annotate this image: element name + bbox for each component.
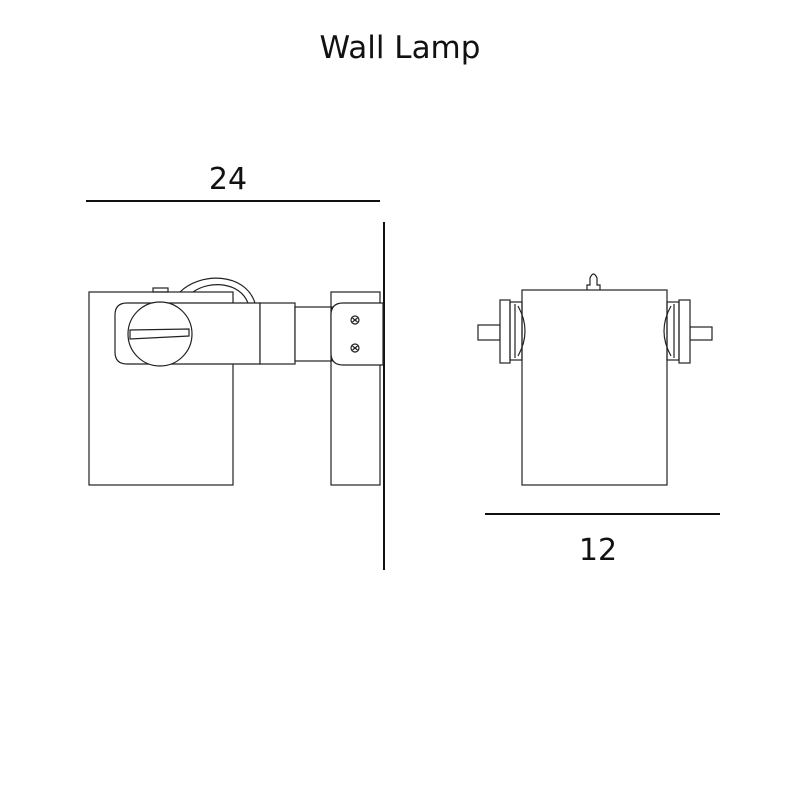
top-tab — [152, 287, 169, 293]
width-dimension-label: 12 — [579, 533, 617, 568]
cable-outer — [179, 277, 256, 304]
wall-bracket — [330, 291, 381, 486]
screw-icon — [352, 317, 358, 323]
arm-connector — [294, 306, 333, 362]
left-clamp-plate — [499, 299, 511, 364]
left-clamp-inner — [509, 301, 523, 361]
right-pin — [689, 326, 713, 341]
diagram-title: Wall Lamp — [320, 30, 481, 66]
side-view: 24 — [86, 162, 385, 570]
screw-icon — [350, 343, 360, 353]
screw-icon — [352, 345, 358, 351]
right-lens — [663, 305, 672, 357]
front-view: 12 — [477, 273, 720, 568]
screw-icon — [350, 315, 360, 325]
left-pin — [477, 324, 501, 341]
arm-joint — [259, 302, 296, 365]
lamp-body-front — [521, 289, 668, 486]
knob-slot — [129, 328, 190, 340]
right-clamp-plate — [678, 299, 691, 364]
cable-inner — [192, 284, 249, 304]
depth-dimension-label: 24 — [209, 162, 247, 197]
right-clamp-inner — [666, 301, 680, 361]
top-knob — [586, 273, 601, 290]
bracket-plate — [330, 302, 384, 366]
left-lens — [517, 305, 526, 357]
adjustment-knob — [127, 301, 193, 367]
